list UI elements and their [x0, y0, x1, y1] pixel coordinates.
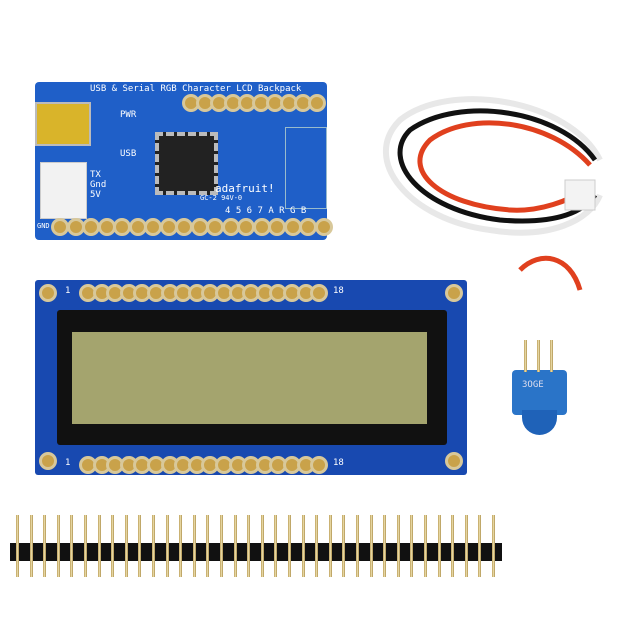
pin: [233, 515, 237, 577]
pin: [192, 515, 196, 577]
board-title: USB & Serial RGB Character LCD Backpack: [90, 84, 302, 94]
potentiometer: 3OGE: [512, 370, 567, 415]
pin: [29, 515, 33, 577]
jst-connector: [40, 162, 87, 219]
pot-label: 3OGE: [522, 380, 544, 390]
pin-18-bottom-label: 18: [333, 458, 344, 468]
brand-label: adafruit!: [215, 182, 275, 195]
pin: [179, 515, 183, 577]
pin: [111, 515, 115, 577]
pin: [396, 515, 400, 577]
potentiometer-knob: [522, 410, 557, 435]
pin: [464, 515, 468, 577]
lcd-bezel: [57, 310, 447, 445]
pin-hole: [39, 452, 57, 470]
5v-label: 5V: [90, 190, 101, 200]
pin-1-bottom-label: 1: [65, 458, 71, 468]
pin: [424, 515, 427, 577]
icsp-header: [285, 127, 327, 209]
pin-hole: [314, 218, 333, 236]
cable-connector: [564, 179, 596, 211]
cable: [383, 96, 603, 291]
pin: [16, 515, 19, 577]
pin-1-label: 1: [65, 286, 71, 296]
pin: [328, 515, 332, 577]
pin: [274, 515, 278, 577]
pin: [247, 515, 251, 577]
pin: [410, 515, 414, 577]
pin: [138, 515, 142, 577]
pin: [84, 515, 87, 577]
pin: [43, 515, 47, 577]
pin: [537, 340, 540, 372]
pin-hole: [308, 94, 326, 112]
pin-hole: [310, 284, 329, 302]
pwr-label: PWR: [120, 110, 137, 120]
pin: [70, 515, 74, 577]
pin: [315, 515, 319, 577]
usb-label: USB: [120, 149, 137, 159]
pin: [451, 515, 455, 577]
wire-black: [397, 108, 598, 224]
pin: [478, 515, 482, 577]
pin-hole: [39, 284, 57, 302]
pin-18-label: 18: [333, 286, 344, 296]
pin: [342, 515, 346, 577]
pin: [206, 515, 210, 577]
lcd-backpack-board: USB & Serial RGB Character LCD Backpack …: [35, 82, 333, 240]
pin: [492, 515, 495, 577]
pin-hole: [310, 456, 329, 474]
pin: [356, 515, 359, 577]
pin: [165, 515, 169, 577]
lcd-screen: [72, 332, 427, 424]
pin: [550, 340, 553, 372]
pin: [260, 515, 264, 577]
pin: [369, 515, 373, 577]
tx-label: TX: [90, 170, 101, 180]
mini-usb-connector: [35, 102, 91, 146]
pin: [97, 515, 101, 577]
pin: [383, 515, 387, 577]
pin: [152, 515, 155, 577]
gnd-pin-label: GND: [37, 222, 50, 230]
wire-white: [383, 96, 603, 236]
pin: [288, 515, 291, 577]
microcontroller-chip: [155, 132, 218, 195]
part-label: GC-2 94V-0: [200, 194, 243, 202]
wire-red: [417, 120, 592, 291]
pin-labels: 4 5 6 7 A R G B: [225, 206, 307, 216]
pin: [301, 515, 305, 577]
header-strip: [10, 543, 502, 561]
lcd-module: 1 18 1 18: [35, 280, 467, 475]
pin-hole: [445, 284, 463, 302]
gnd-label: Gnd: [90, 180, 107, 190]
pin: [56, 515, 60, 577]
pin-hole: [445, 452, 463, 470]
pin: [524, 340, 527, 372]
pin: [124, 515, 128, 577]
pin: [437, 515, 441, 577]
pin: [220, 515, 223, 577]
